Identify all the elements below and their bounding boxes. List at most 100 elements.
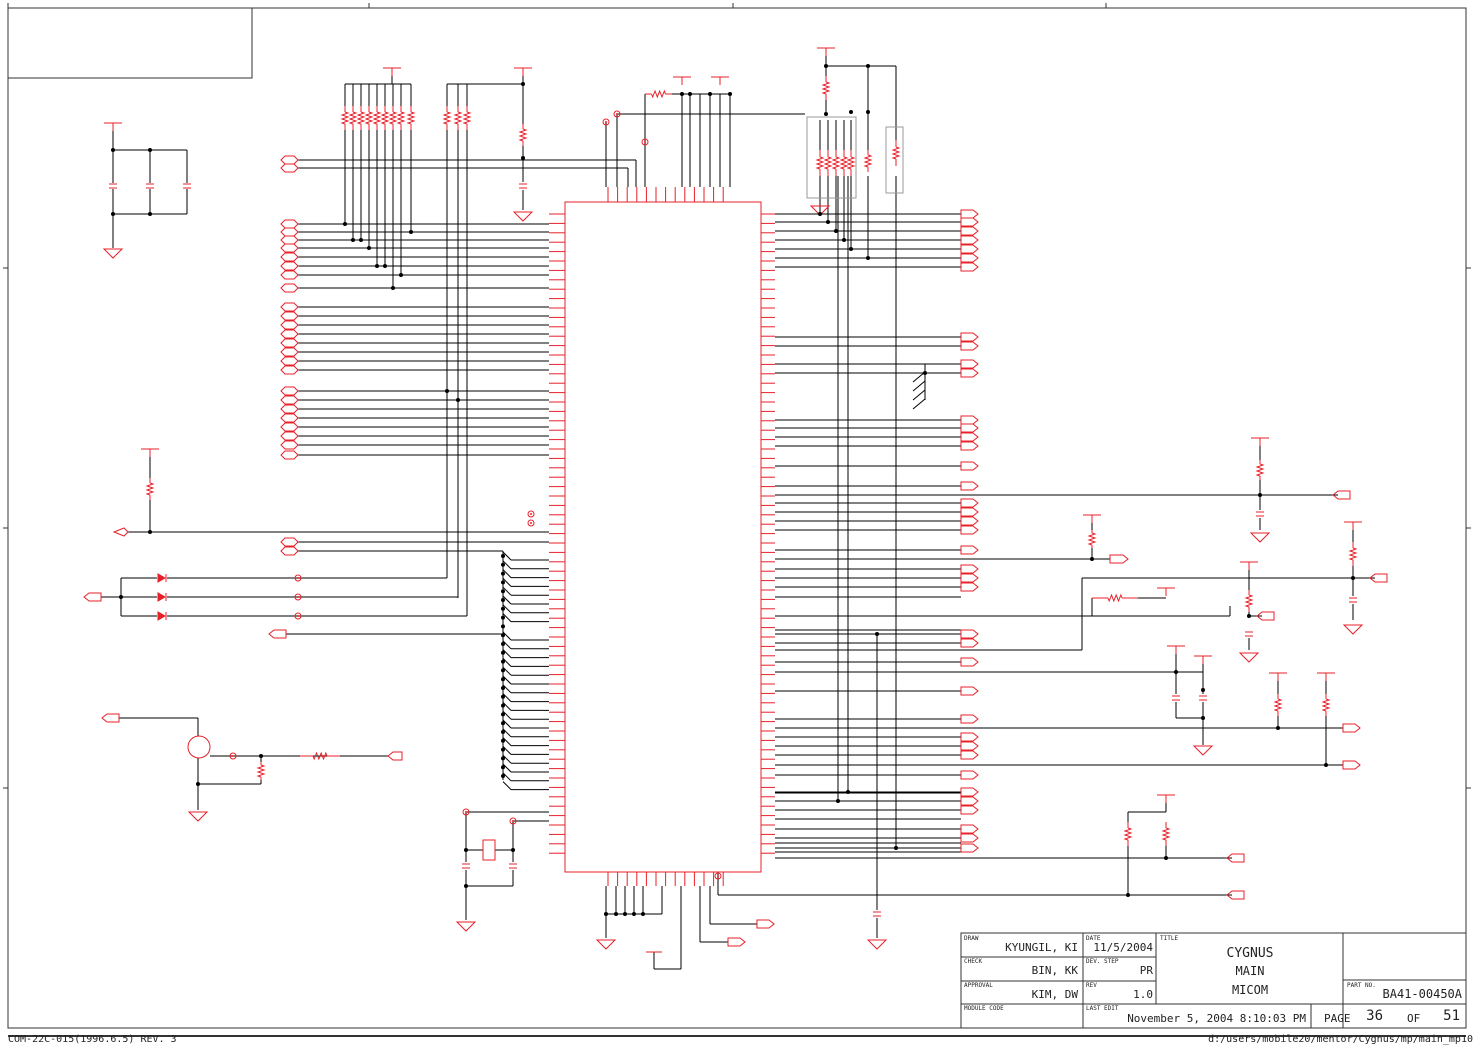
junction-dot (501, 606, 505, 611)
port-connector (960, 686, 979, 696)
port-connector (280, 261, 299, 271)
junction-dot (501, 650, 505, 655)
resistor (821, 76, 831, 100)
port-connector (960, 824, 979, 834)
ground-symbol (809, 205, 831, 216)
power-symbol (1157, 587, 1175, 596)
port-connector (280, 163, 299, 173)
junction-dot (875, 632, 879, 636)
junction-dot (866, 64, 870, 68)
junction-dot (501, 730, 505, 734)
junction-dot (148, 530, 152, 534)
junction-dot (351, 238, 355, 242)
port-connector (280, 227, 299, 237)
port-connector (960, 235, 979, 245)
resistor (388, 106, 398, 130)
ground-symbol (1342, 624, 1364, 635)
diode (157, 611, 167, 621)
test-point (641, 138, 649, 146)
capacitor (183, 183, 191, 189)
title-block (960, 932, 1467, 1029)
resistor (1348, 542, 1358, 566)
junction-dot (343, 222, 347, 226)
port-connector (960, 209, 979, 219)
junction-dot (259, 754, 263, 758)
power-symbol (817, 47, 835, 56)
resistor (815, 150, 825, 176)
junction-dot (359, 238, 363, 242)
port-connector (960, 573, 979, 583)
port-connector (960, 582, 979, 592)
junction-dot (1174, 670, 1178, 674)
junction-dot (632, 912, 636, 916)
test-point (462, 808, 470, 816)
port-connector (960, 770, 979, 780)
rev-value: 1.0 (1133, 988, 1153, 1001)
port-connector (280, 537, 299, 547)
junction-dot (391, 286, 395, 290)
port-connector (280, 252, 299, 262)
junction-dot (501, 703, 505, 708)
port-connector (960, 217, 979, 227)
junction-dot (1247, 614, 1251, 618)
junction-dot (641, 912, 645, 916)
test-point (229, 752, 237, 760)
port-connector (960, 805, 979, 815)
power-symbol (673, 76, 691, 85)
port-connector (960, 843, 979, 853)
junction-dot (688, 92, 692, 96)
resistor (1087, 530, 1097, 548)
junction-dot (1126, 893, 1130, 897)
port-connector (960, 732, 979, 742)
junction-dot (501, 633, 505, 638)
junction-dot (464, 848, 468, 852)
test-point (527, 510, 535, 518)
approval-value: KIM, DW (1032, 988, 1079, 1001)
check-value: BIN, KK (1032, 964, 1079, 977)
junction-dot (1090, 557, 1094, 561)
ground-symbol (455, 921, 477, 932)
power-symbol (141, 448, 159, 457)
resistor (1092, 593, 1138, 603)
title-block-text: DRAW KYUNGIL, KI CHECK BIN, KK APPROVAL … (964, 935, 1463, 1025)
junction-dot (445, 389, 449, 393)
ground-symbol (187, 811, 209, 822)
port-connector (280, 283, 299, 293)
junction-dot (501, 571, 505, 576)
footer-form-number: COM-22C-015(1996.6.5) REV. 3 (8, 1034, 177, 1045)
port-connector (960, 341, 979, 351)
resistor (396, 106, 406, 130)
port-connector (960, 368, 979, 378)
resistor (1123, 822, 1133, 846)
port-connector (280, 347, 299, 357)
resistor (364, 106, 374, 130)
mosfet (187, 735, 211, 759)
port-connector (960, 638, 979, 648)
resistor (372, 106, 382, 130)
junction-dot (1324, 763, 1328, 767)
ground-symbol (1249, 532, 1271, 543)
junction-dot (1164, 856, 1168, 860)
resistor (839, 150, 849, 176)
capacitor (873, 911, 881, 917)
net-wires (101, 56, 1375, 970)
capacitor (1172, 695, 1180, 701)
port-connector (280, 450, 299, 460)
ground-symbol (866, 939, 888, 950)
port-connector (960, 332, 979, 342)
resistor (1244, 590, 1254, 612)
junction-dot (464, 884, 468, 888)
port-connector (83, 592, 102, 602)
port-connector (280, 546, 299, 556)
junction-dot (196, 782, 200, 786)
part-no-label: PART NO. (1347, 982, 1376, 989)
port-connector (280, 302, 299, 312)
port-connector (727, 937, 746, 947)
port-connector (280, 219, 299, 229)
junction-dot (1276, 726, 1280, 730)
port-connector (1342, 723, 1361, 733)
port-connector (280, 155, 299, 165)
rev-label: REV (1086, 982, 1097, 989)
port-connector (960, 507, 979, 517)
junction-dot (614, 912, 618, 916)
